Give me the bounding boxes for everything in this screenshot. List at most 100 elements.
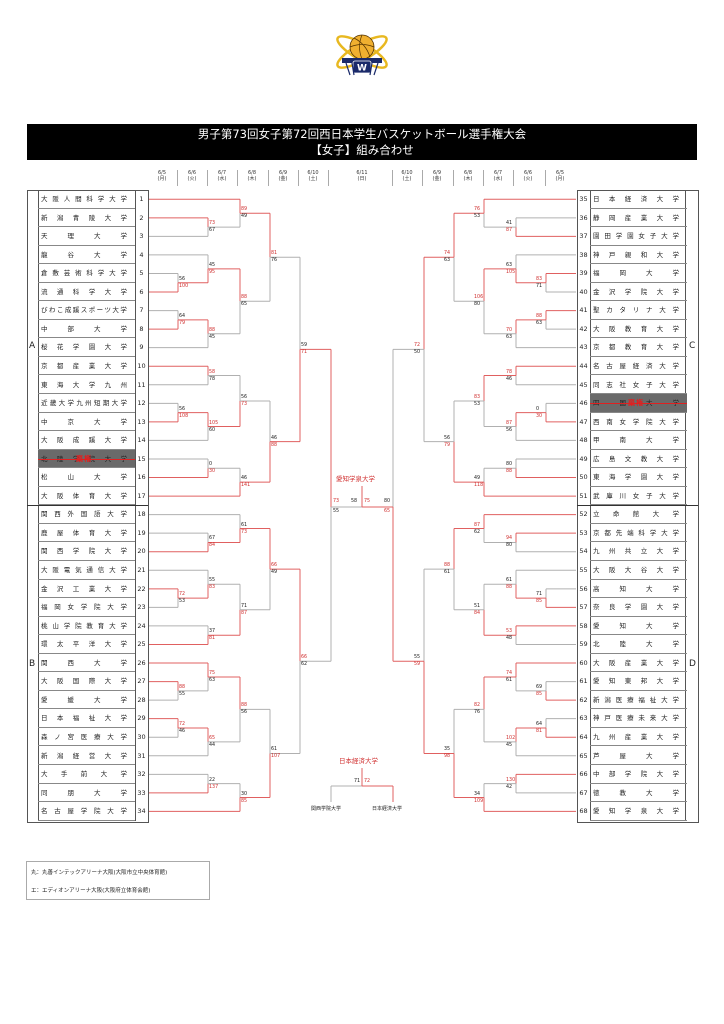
team-row[interactable]: 大阪国際大学 <box>38 672 135 691</box>
team-name: 新潟青陵大学 <box>41 213 135 222</box>
team-row[interactable]: 大阪大谷大学 <box>590 561 687 580</box>
team-number: 66 <box>579 770 588 779</box>
team-number: 8 <box>139 324 144 333</box>
team-number: 21 <box>137 566 146 574</box>
team-row[interactable]: 園田学園女子大学 <box>590 227 687 246</box>
team-row[interactable]: 森ノ宮医療大学 <box>38 728 135 747</box>
team-row[interactable]: 倉敷芸術科学大学 <box>38 264 135 283</box>
team-row[interactable]: 関西学院大学 <box>38 542 135 561</box>
team-row[interactable]: 龍谷大学 <box>38 246 135 265</box>
team-row[interactable]: 九州共立大学 <box>590 542 687 561</box>
score-m_33_34-a: 30 <box>241 791 248 797</box>
team-row[interactable]: 静岡産業大学 <box>590 209 687 228</box>
team-row[interactable]: 桃山学院教育大学 <box>38 617 135 636</box>
team-row[interactable]: 聖カタリナ大学 <box>590 301 687 320</box>
team-row[interactable]: 神戸医療未来大学 <box>590 709 687 728</box>
champion-label: 愛知学泉大学 <box>336 475 375 483</box>
team-row[interactable]: 福岡女学院大学 <box>38 598 135 617</box>
team-row[interactable]: 近畿大学九州短期大学 <box>38 394 135 413</box>
team-row[interactable]: 松山大学 <box>38 468 135 487</box>
withdrawn-strike-line <box>590 403 687 405</box>
team-row[interactable]: 大手前大学 <box>38 765 135 784</box>
team-row[interactable]: 北陸学院大学棄権 <box>38 449 135 469</box>
team-row[interactable]: 東海大学九州 <box>38 376 135 394</box>
team-row[interactable]: 金沢工業大学 <box>38 580 135 599</box>
team-row[interactable]: 京都産業大学 <box>38 357 135 376</box>
score-m_44_47-b: 53 <box>474 402 481 407</box>
score-m_d_bottom-b: 98 <box>444 754 451 760</box>
team-row[interactable]: 天理大学 <box>38 227 135 246</box>
team-row[interactable]: 流通科学大学 <box>38 283 135 302</box>
score-m_c_final-a: 72 <box>414 343 421 349</box>
team-name: 広島文教大学 <box>593 454 687 463</box>
team-row[interactable]: 愛知大学 <box>590 617 687 636</box>
team-row[interactable]: 日本福祉大学 <box>38 709 135 728</box>
team-row[interactable]: 同志社女子大学 <box>590 376 687 394</box>
team-row[interactable]: 愛媛大学 <box>38 691 135 710</box>
team-row[interactable]: 京都先端科学大学 <box>590 524 687 543</box>
team-row[interactable]: 同朋大学 <box>38 784 135 803</box>
team-row[interactable]: 大阪電気通信大学 <box>38 561 135 580</box>
team-row[interactable]: 名古屋経済大学 <box>590 357 687 376</box>
team-row[interactable]: 大阪体育大学 <box>38 487 135 506</box>
team-row[interactable]: 中京大学 <box>38 413 135 432</box>
team-row[interactable]: 高知大学 <box>590 580 687 599</box>
team-row[interactable]: 新潟経営大学 <box>38 747 135 765</box>
team-row[interactable]: 武庫川女子大学 <box>590 487 687 506</box>
date-separator <box>237 170 238 186</box>
team-row[interactable]: 関西大学 <box>38 654 135 673</box>
team-row[interactable]: 京都教育大学 <box>590 338 687 357</box>
team-row[interactable]: びわこ成蹊スポーツ大学 <box>38 301 135 320</box>
team-row[interactable]: 福岡大学 <box>590 264 687 283</box>
team-number: 48 <box>579 436 588 445</box>
score-m_b_final-a: 66 <box>301 655 308 661</box>
team-row[interactable]: 環太平洋大学 <box>38 635 135 654</box>
team-row[interactable]: 中部大学 <box>38 320 135 339</box>
score-m_1_23-a: 89 <box>241 207 248 213</box>
team-row[interactable]: 奈良学園大学 <box>590 598 687 617</box>
team-name: 新潟経営大学 <box>41 751 135 760</box>
team-row[interactable]: 立命館大学 <box>590 505 687 524</box>
team-name: 金沢工業大学 <box>41 584 135 593</box>
team-row[interactable]: 金沢学院大学 <box>590 283 687 302</box>
team-row[interactable]: 日本経済大学 <box>590 190 687 209</box>
team-row[interactable]: 九州産業大学 <box>590 728 687 747</box>
team-number: 24 <box>137 621 146 630</box>
team-row[interactable]: 愛知学泉大学 <box>590 802 687 821</box>
score-m_4_56-a: 45 <box>209 262 216 268</box>
team-row[interactable]: 神戸親和大学 <box>590 246 687 265</box>
team-row[interactable]: 四国大学棄権 <box>590 394 687 413</box>
team-row[interactable]: 愛知東邦大学 <box>590 672 687 691</box>
score-m_63_64-a: 64 <box>536 721 543 727</box>
team-row[interactable]: 新潟医療福祉大学 <box>590 691 687 710</box>
team-row[interactable]: 甲南大学 <box>590 431 687 450</box>
score-m_60_64-a: 82 <box>474 703 481 709</box>
team-row[interactable]: 芦屋大学 <box>590 747 687 765</box>
team-number: 47 <box>579 417 588 426</box>
team-row[interactable]: 西南女学院大学 <box>590 413 687 432</box>
team-row[interactable]: 徳教大学 <box>590 784 687 803</box>
team-row[interactable]: 関西外国語大学 <box>38 505 135 524</box>
team-row[interactable]: 大阪人間科学大学 <box>38 190 135 209</box>
team-number: 23 <box>137 603 146 612</box>
score-m_c_top-a: 74 <box>444 251 451 257</box>
team-number: 3 <box>139 232 144 241</box>
team-row[interactable]: 桜花学園大学 <box>38 338 135 357</box>
score-m_10_11-b: 78 <box>209 376 216 382</box>
team-row[interactable]: 広島文教大学 <box>590 450 687 469</box>
team-row[interactable]: 鹿屋体育大学 <box>38 524 135 543</box>
third-place-team-right: 日本経済大学 <box>372 806 403 812</box>
team-row[interactable]: 大阪教育大学 <box>590 320 687 339</box>
team-row[interactable]: 中部学院大学 <box>590 765 687 784</box>
team-name: 京都教育大学 <box>593 343 687 352</box>
team-row[interactable]: 北陸大学 <box>590 635 687 654</box>
team-row[interactable]: 大阪産業大学 <box>590 654 687 673</box>
team-row[interactable]: 東海学園大学 <box>590 468 687 487</box>
legend-venue-maru: 丸：丸善インテックアリーナ大阪(大阪市立中央体育館) <box>31 870 168 876</box>
team-number: 65 <box>579 751 588 760</box>
team-row[interactable]: 大阪成蹊大学 <box>38 431 135 450</box>
team-row[interactable]: 名古屋学院大学 <box>38 802 135 821</box>
score-m_53_54-a: 94 <box>506 536 513 542</box>
team-row[interactable]: 新潟青陵大学 <box>38 209 135 228</box>
